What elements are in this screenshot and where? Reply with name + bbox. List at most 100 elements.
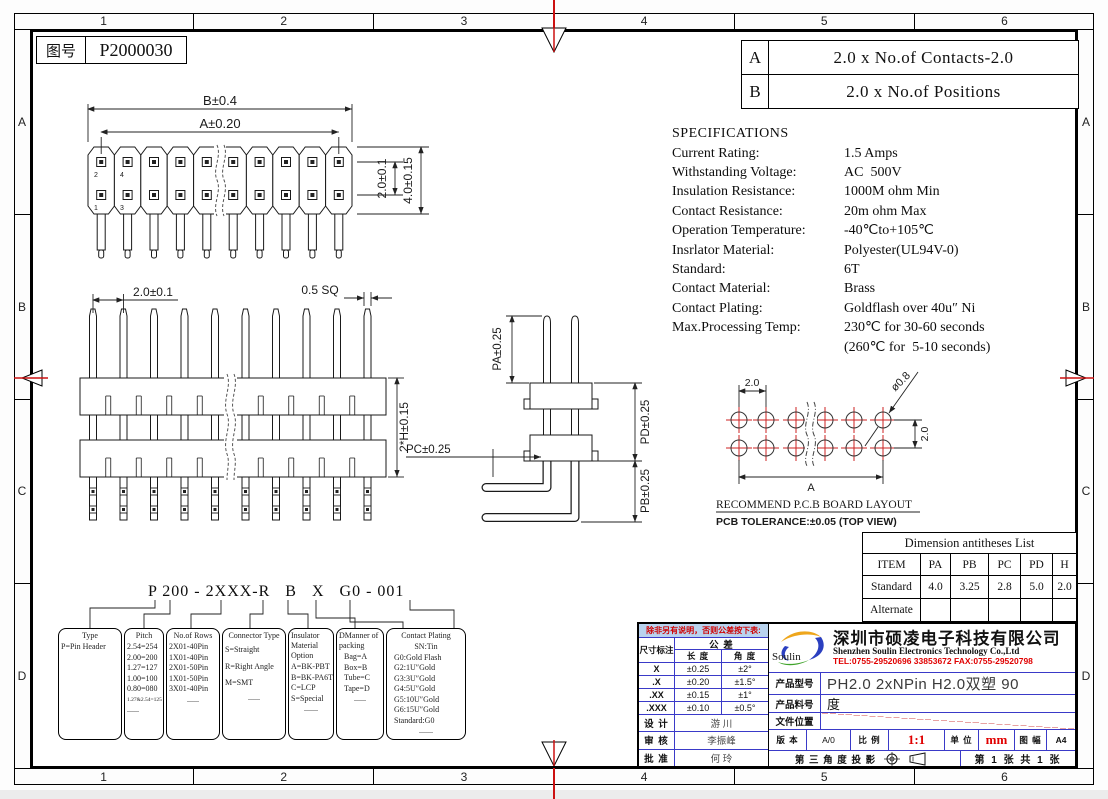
- projection-label: 第 三 角 度 投 影: [794, 754, 877, 766]
- spec-row: Withstanding Voltage:AC 500V: [672, 163, 990, 182]
- dimension-pc: [406, 449, 541, 477]
- pn-line: S=Straight: [225, 645, 260, 654]
- spec-value: (260℃ for 5-10 seconds): [844, 339, 991, 355]
- center-mark-left: [14, 369, 48, 387]
- pn-line: G0:Gold Flash: [394, 652, 442, 662]
- dt-alternate-item: Alternate: [863, 599, 921, 621]
- tolerance-note: 除非另有说明，否则公差按下表:: [639, 624, 768, 637]
- pn-box-packing: DManner of packing Bag=A Box=B Tube=C Ta…: [336, 628, 384, 740]
- pcb-holes: [726, 407, 896, 461]
- pn-line: 2.54=254: [127, 642, 158, 651]
- pn-line: 1X01-40Pin: [169, 652, 209, 662]
- spec-label: Standard:: [672, 261, 726, 277]
- dt-standard-item: Standard: [863, 576, 921, 598]
- approver-label: 批 准: [639, 748, 675, 766]
- dt-alternate-pa: [921, 599, 951, 621]
- break-lines-pcb: [805, 400, 817, 468]
- pn-line: 1.00=100: [127, 673, 158, 683]
- spec-value: Goldflash over 40u″ Ni: [844, 300, 976, 316]
- dt-alternate-h: [1053, 599, 1076, 621]
- dim-label-pitch-front: 2.0±0.1: [133, 285, 173, 299]
- pn-box-rows: No.of Rows 2X01-40Pin 1X01-40Pin 2X01-50…: [166, 628, 220, 740]
- pn-box-pitch: Pitch 2.54=254 2.00=200 1.27=127 1.00=10…: [124, 628, 164, 740]
- tol-dim: .X: [639, 675, 675, 688]
- spec-row: Standard:6T: [672, 260, 990, 279]
- spec-row: Contact Material:Brass: [672, 279, 990, 298]
- dt-standard-h: 2.0: [1057, 581, 1072, 593]
- zone-top-3: 3: [374, 13, 555, 29]
- pcb-layout-drawing: 2.0 ø0.8 A 2.0 RECOMMEND P.C.B BOARD LAY…: [716, 370, 931, 528]
- designer-label: 设 计: [639, 714, 675, 732]
- pn-box-title: Type: [82, 631, 98, 640]
- dt-standard-pc: 2.8: [989, 576, 1021, 598]
- logo-swoosh-blue: [809, 636, 824, 660]
- pn-line: 2X01-40Pin: [169, 642, 209, 651]
- zone-right-d: D: [1081, 669, 1091, 684]
- dim-label-pc: PC±0.25: [406, 444, 451, 456]
- pn-box-insulator: Insulator Material Option A=BK-PBT B=BK-…: [288, 628, 334, 740]
- pn-box-title: Pitch: [135, 631, 153, 640]
- meta-row: 版 本 A/0 比 例 1:1 单 位 mm 图 幅 A4: [769, 729, 1075, 750]
- dim-label-2h: 2*H±0.15: [397, 402, 410, 452]
- dt-standard-pa: 4.0: [921, 576, 951, 598]
- pn-line: .......: [304, 704, 318, 713]
- tolerance-row: .XX ±0.15 ±1°: [639, 688, 768, 701]
- dim-label-pcb-a: A: [807, 482, 815, 494]
- spec-value: 230℃ for 30-60 seconds: [844, 320, 985, 336]
- soulin-logo: Soulin: [772, 631, 824, 665]
- logo-swoosh-yellow: [781, 631, 821, 642]
- pn-box-title: Insulator Material Option: [291, 631, 320, 660]
- version-label: 版 本: [769, 730, 807, 750]
- spec-value: Polyester(UL94V-0): [844, 242, 959, 258]
- product-model-label: 产品型号: [769, 672, 821, 695]
- spec-row: Current Rating:1.5 Amps: [672, 144, 990, 163]
- zone-bottom-2: 2: [194, 769, 375, 785]
- reviewer-name: 李振峰: [675, 731, 768, 748]
- dim-label-b: B±0.4: [203, 93, 237, 108]
- pn-line: C=LCP: [291, 683, 316, 692]
- pin-number-4: 4: [120, 172, 124, 179]
- product-code-value: 度: [827, 697, 841, 713]
- dimension-pb: [581, 460, 642, 523]
- tol-dim: .XX: [639, 688, 675, 701]
- spec-label: Current Rating:: [672, 145, 760, 161]
- product-model-row: 产品型号 PH2.0 2xNPin H2.0双塑 90: [769, 671, 1075, 695]
- logo-swoosh-blue2: [781, 645, 789, 661]
- pn-line: B=BK-PA6T: [291, 672, 334, 682]
- dt-header-pc: PC: [989, 554, 1021, 575]
- pn-box-connector-type: Connector Type S=Straight R=Right Angle …: [222, 628, 286, 740]
- product-model-value: PH2.0 2xNPin H2.0双塑 90: [827, 675, 1019, 693]
- spec-row: Insulation Resistance:1000M ohm Min: [672, 182, 990, 201]
- spec-value: -40℃to+105℃: [844, 223, 934, 239]
- dimension-table-row-standard: Standard 4.0 3.25 2.8 5.0 2.0: [863, 575, 1076, 598]
- pin-number-3: 3: [120, 205, 124, 212]
- formula-value-b: 2.0 x No.of Positions: [846, 81, 1001, 101]
- spec-row: (260℃ for 5-10 seconds): [672, 338, 990, 357]
- dimension-2h: [388, 377, 404, 478]
- center-mark-line-bottom: [553, 768, 555, 799]
- top-view-drawing: 2 4 1 3 B±0.4 A±0.20 2.0±0.1 4.0±0.15: [87, 93, 429, 259]
- part-number-leaders: [89, 600, 455, 628]
- zone-left-b: B: [14, 215, 30, 400]
- dimension-square: [344, 292, 392, 306]
- pn-line: 2X01-50Pin: [169, 663, 209, 672]
- unit-value: mm: [979, 730, 1015, 750]
- dimension-pcb-pitch: [738, 385, 767, 407]
- center-mark-right: [1060, 369, 1094, 387]
- zone-bottom-3: 3: [374, 769, 555, 785]
- tol-header-dim: 尺寸标注: [639, 637, 675, 662]
- pn-line: 0.80=080: [127, 684, 158, 693]
- dim-label-pcb-row: 2.0: [919, 427, 931, 442]
- pn-line: G5:10U″Gold: [394, 694, 440, 704]
- center-mark-bottom-triangle: [541, 740, 567, 768]
- dim-label-pb: PB±0.25: [640, 469, 652, 513]
- tol-ang: ±2°: [722, 662, 768, 675]
- spec-value: 20m ohm Max: [844, 203, 927, 219]
- zone-strip-right: A B C D: [1077, 30, 1094, 768]
- sheet-size-value: A4: [1055, 735, 1067, 746]
- zone-left-d: D: [17, 669, 27, 684]
- pin-number-1: 1: [94, 205, 98, 212]
- tol-header-len: 长 度: [675, 649, 722, 662]
- pn-line: Bag=A: [344, 652, 368, 661]
- file-location-value: [821, 713, 1075, 730]
